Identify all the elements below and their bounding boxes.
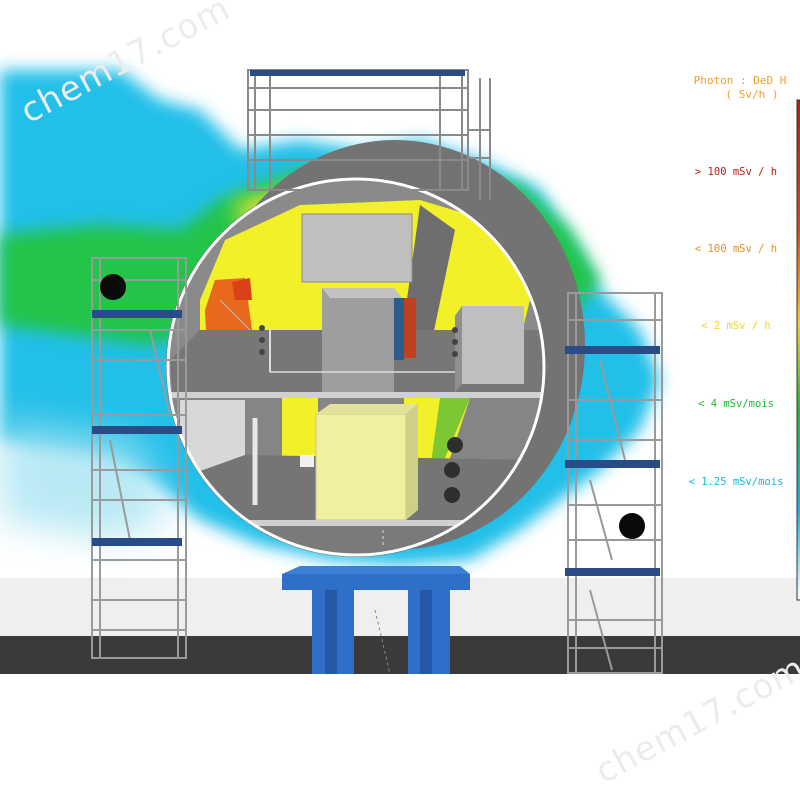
top-scaffold — [247, 69, 491, 200]
detector-right — [619, 513, 645, 539]
legend-color-bar — [796, 99, 800, 601]
floor-strip — [0, 636, 800, 674]
upper-box-large — [301, 213, 413, 283]
upper-box-right — [462, 306, 524, 384]
legend-label-lt100: < 100 mSv / h — [694, 243, 778, 255]
legend-label-lt125: < 1.25 mSv/mois — [688, 476, 784, 488]
detector-left — [100, 274, 126, 300]
left-tower — [91, 257, 187, 659]
legend-title-line2: ( Sv/h ) — [725, 88, 779, 101]
lower-box-yellow — [315, 413, 407, 521]
support-base — [282, 566, 470, 675]
legend-label-lt4: < 4 mSv/mois — [698, 398, 774, 410]
right-tower — [565, 292, 663, 674]
legend-label-gt100: > 100 mSv / h — [694, 166, 778, 178]
lower-dose-yellow — [300, 398, 318, 465]
legend-label-lt2: < 2 mSv / h — [701, 320, 771, 332]
mid-deck — [168, 392, 544, 398]
legend-title-line1: Photon : DeD H — [693, 74, 787, 87]
